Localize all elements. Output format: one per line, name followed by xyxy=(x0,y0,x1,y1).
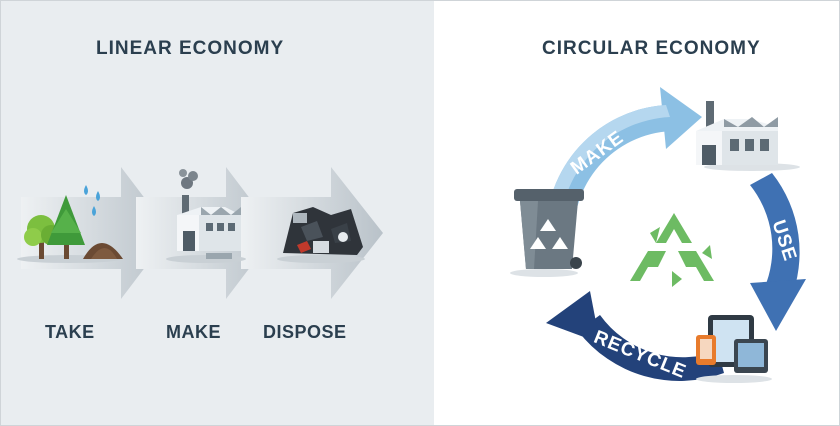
circular-flow-graphic: MAKE USE RECYCLE xyxy=(510,87,806,383)
circular-economy-panel: CIRCULAR ECONOMY MAKE USE xyxy=(434,1,839,425)
use-arrow: USE xyxy=(750,173,806,331)
electronics-icon xyxy=(696,315,772,383)
recycle-symbol-icon xyxy=(630,213,714,287)
recycling-bin-icon xyxy=(510,189,584,277)
factory-icon xyxy=(696,101,800,171)
trees-water-soil-icon xyxy=(17,185,123,263)
linear-economy-title: LINEAR ECONOMY xyxy=(96,38,285,59)
make-label: MAKE xyxy=(166,322,221,342)
factory-icon xyxy=(166,169,246,263)
linear-flow-graphic xyxy=(17,167,383,299)
circular-economy-title: CIRCULAR ECONOMY xyxy=(542,38,761,59)
linear-economy-panel: LINEAR ECONOMY xyxy=(1,1,434,425)
take-arrow xyxy=(21,167,171,299)
dispose-label: DISPOSE xyxy=(263,322,347,342)
waste-pile-icon xyxy=(277,207,365,263)
take-label: TAKE xyxy=(45,322,95,342)
